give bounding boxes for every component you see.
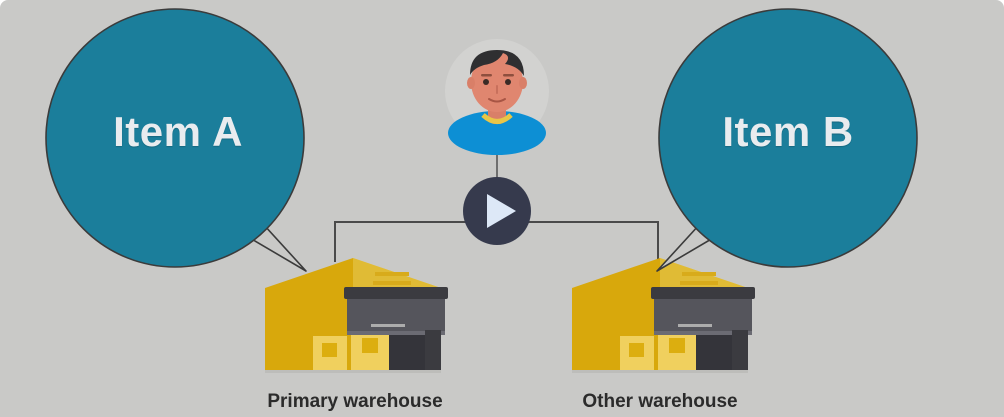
- other-warehouse-caption: Other warehouse: [582, 391, 738, 412]
- warehouse-boxes: [620, 330, 696, 372]
- play-button[interactable]: [463, 177, 531, 245]
- item-a-callout[interactable]: [45, 8, 307, 272]
- item-b-label: Item B: [722, 108, 854, 155]
- item-a-label: Item A: [113, 108, 243, 155]
- warehouse-boxes: [313, 330, 389, 372]
- other-warehouse-icon[interactable]: [572, 258, 755, 373]
- item-b-callout[interactable]: [656, 8, 918, 272]
- user-avatar-icon: [445, 39, 549, 155]
- primary-warehouse-icon[interactable]: [265, 258, 448, 373]
- primary-warehouse-caption: Primary warehouse: [267, 391, 443, 412]
